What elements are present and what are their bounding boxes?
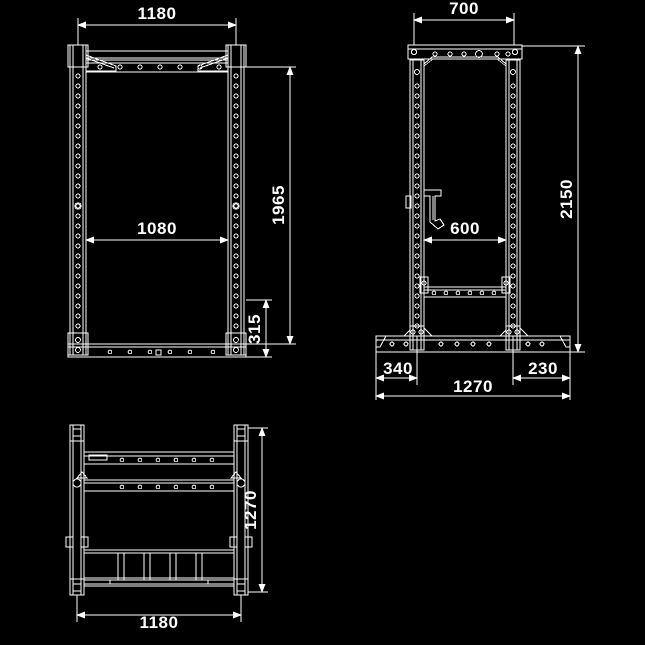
dim-text-1080: 1080: [137, 219, 177, 238]
side-safety-bar: [423, 286, 507, 298]
dim-text-700: 700: [449, 0, 479, 18]
side-view-dimensions: [375, 13, 585, 400]
front-left-upright-cap: [67, 44, 89, 68]
side-safety-bar-holes: [431, 290, 497, 296]
side-foot-left: [402, 325, 434, 337]
top-divider-3: [169, 552, 177, 581]
top-divider-1: [117, 552, 125, 581]
front-right-gusset: [197, 54, 229, 72]
side-safety-bracket-left: [419, 276, 429, 294]
top-divider-2: [143, 552, 151, 581]
top-right-rail-cap: [233, 424, 249, 442]
dim-text-315: 315: [245, 314, 264, 344]
front-right-upright-holes: [232, 73, 240, 329]
dim-text-1270-top: 1270: [241, 490, 260, 530]
top-left-rail-cap: [69, 424, 85, 442]
top-platform: [83, 549, 235, 585]
top-upper-crossmember-holes: [88, 454, 215, 463]
front-right-upright-cap: [225, 44, 247, 68]
top-left-rail: [69, 424, 85, 596]
dim-text-1270-side: 1270: [453, 377, 493, 396]
side-base-holes: [389, 341, 545, 347]
dim-text-1965: 1965: [269, 185, 288, 225]
top-second-crossmember-holes: [119, 484, 215, 490]
side-foot-right: [498, 325, 530, 337]
side-top-chamfer: [423, 56, 507, 80]
side-base-right-chamfer: [559, 335, 571, 348]
top-front-beam: [83, 577, 235, 587]
dim-text-2150: 2150: [557, 179, 576, 219]
front-top-rail: [85, 50, 229, 59]
side-rear-upright-holes: [510, 69, 516, 329]
top-right-gusset-mark: [229, 471, 243, 479]
j-hook: [405, 189, 445, 230]
front-view-geometry: [67, 44, 247, 358]
front-left-gusset: [85, 54, 117, 72]
top-upper-slot: [88, 454, 108, 461]
dim-text-1180-top: 1180: [140, 613, 179, 632]
top-left-bracket: [65, 536, 74, 548]
top-left-bracket-inner: [80, 536, 89, 548]
front-bottom-beam: [67, 343, 247, 358]
top-second-crossmember: [83, 479, 235, 492]
side-view-geometry: [375, 44, 571, 353]
side-top-beam-holes: [410, 48, 519, 58]
top-left-rail-foot: [69, 578, 85, 596]
dim-text-600: 600: [450, 219, 480, 238]
side-base-left-chamfer: [375, 335, 387, 348]
dim-text-340: 340: [383, 359, 413, 378]
top-view-geometry: [65, 424, 253, 596]
top-divider-4: [195, 552, 203, 581]
side-front-upright-holes: [414, 69, 420, 329]
top-upper-crossmember: [83, 451, 235, 465]
front-bottom-beam-holes: [107, 349, 216, 356]
j-hook-pin: [405, 195, 412, 209]
side-safety-bracket-right: [501, 276, 511, 294]
side-base-assembly: [375, 325, 571, 353]
top-right-rail-foot: [233, 578, 249, 596]
dim-text-230: 230: [528, 359, 558, 378]
top-right-bracket: [244, 536, 253, 548]
top-left-gusset-mark: [75, 471, 89, 479]
top-right-bracket-inner: [229, 536, 238, 548]
dim-text-1180-front: 1180: [138, 4, 177, 23]
top-view-dimensions: [76, 427, 268, 622]
front-view-dimensions: [77, 18, 296, 358]
front-left-upright-holes: [74, 73, 82, 329]
